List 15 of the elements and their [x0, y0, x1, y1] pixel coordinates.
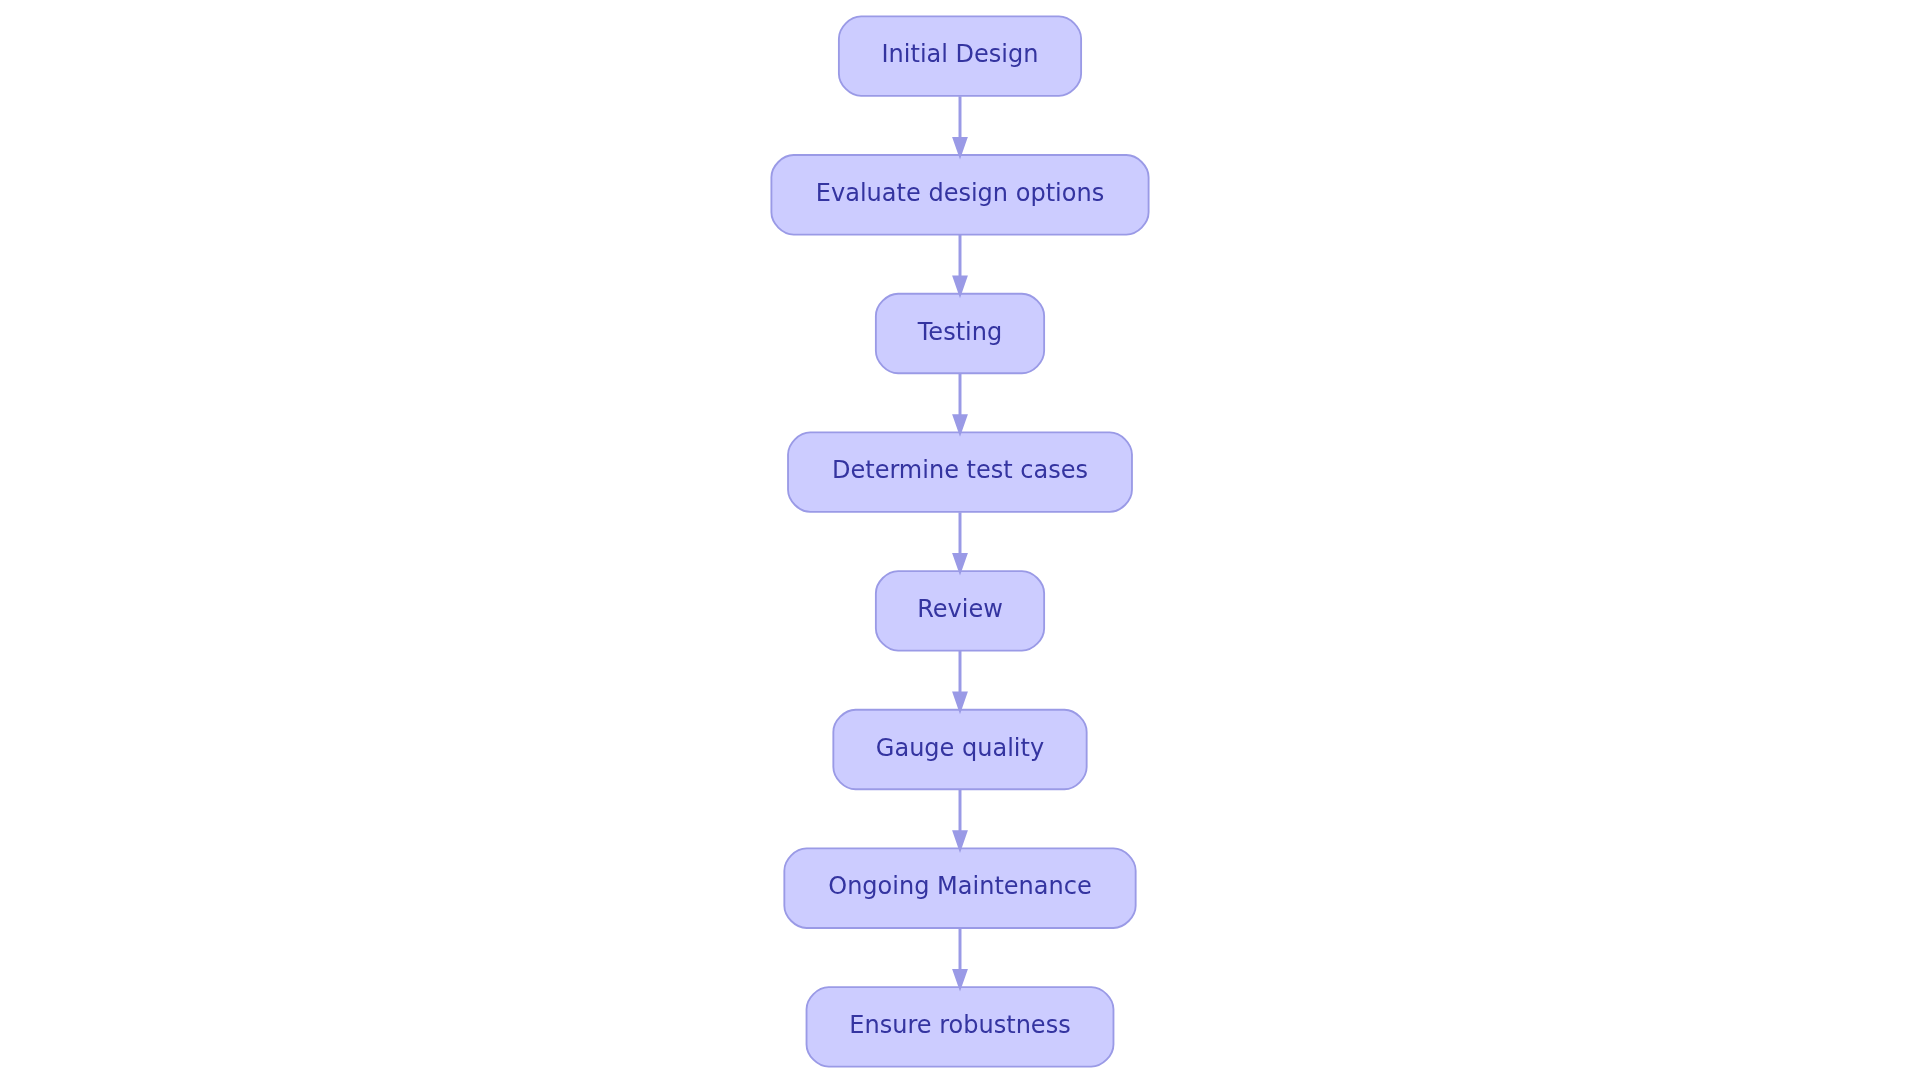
node-box: Determine test cases: [787, 431, 1133, 513]
node-box: Testing: [874, 292, 1046, 375]
node-box: Ongoing Maintenance: [783, 847, 1137, 929]
node-box: Ensure robustness: [805, 986, 1115, 1068]
node-box: Initial Design: [837, 15, 1083, 97]
node-box: Evaluate design options: [770, 154, 1150, 236]
node-box: Review: [874, 570, 1046, 652]
arrow: [952, 928, 968, 992]
arrow: [952, 96, 968, 160]
node-box: Gauge quality: [832, 708, 1088, 791]
arrow: [952, 234, 968, 299]
arrow: [952, 651, 968, 715]
arrow: [952, 789, 968, 853]
arrow: [952, 512, 968, 576]
arrow: [952, 373, 968, 437]
